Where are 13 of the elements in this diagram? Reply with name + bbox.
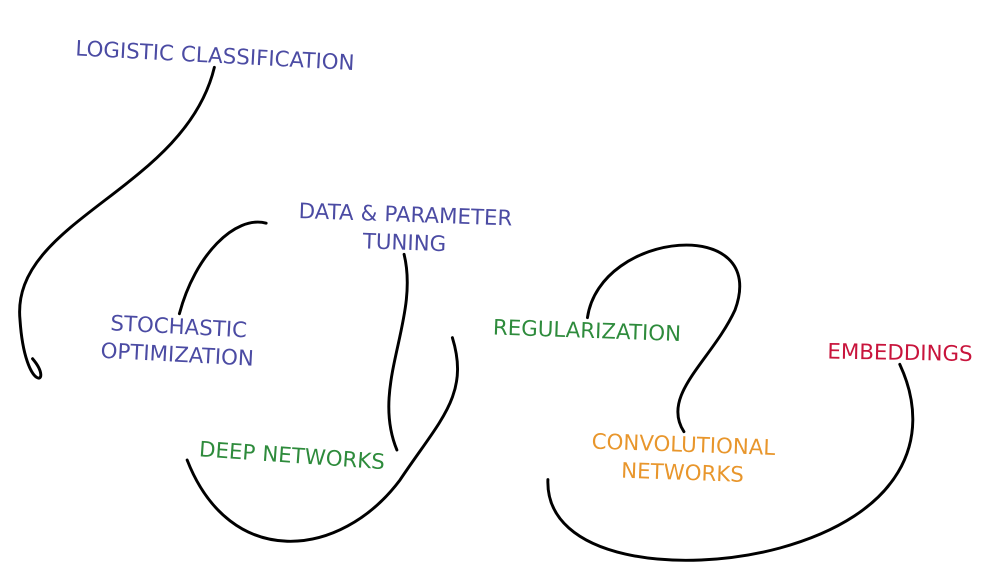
topic-label: LOGISTIC CLASSIFICATION xyxy=(77,40,353,70)
topic-label: CONVOLUTIONAL NETWORKS xyxy=(592,433,775,482)
connector-curve xyxy=(178,220,268,316)
topic-label: EMBEDDINGS xyxy=(829,342,972,362)
connector-curve xyxy=(387,252,409,452)
connector-curve xyxy=(586,244,742,434)
connector-curve xyxy=(186,336,459,543)
topic-label: REGULARIZATION xyxy=(494,318,680,341)
connector-curve xyxy=(18,66,216,380)
topic-label: DATA & PARAMETER TUNING xyxy=(300,202,512,252)
connector-curve xyxy=(546,362,914,562)
topic-label: STOCHASTIC OPTIMIZATION xyxy=(102,314,252,366)
topic-label: DEEP NETWORKS xyxy=(200,440,384,470)
